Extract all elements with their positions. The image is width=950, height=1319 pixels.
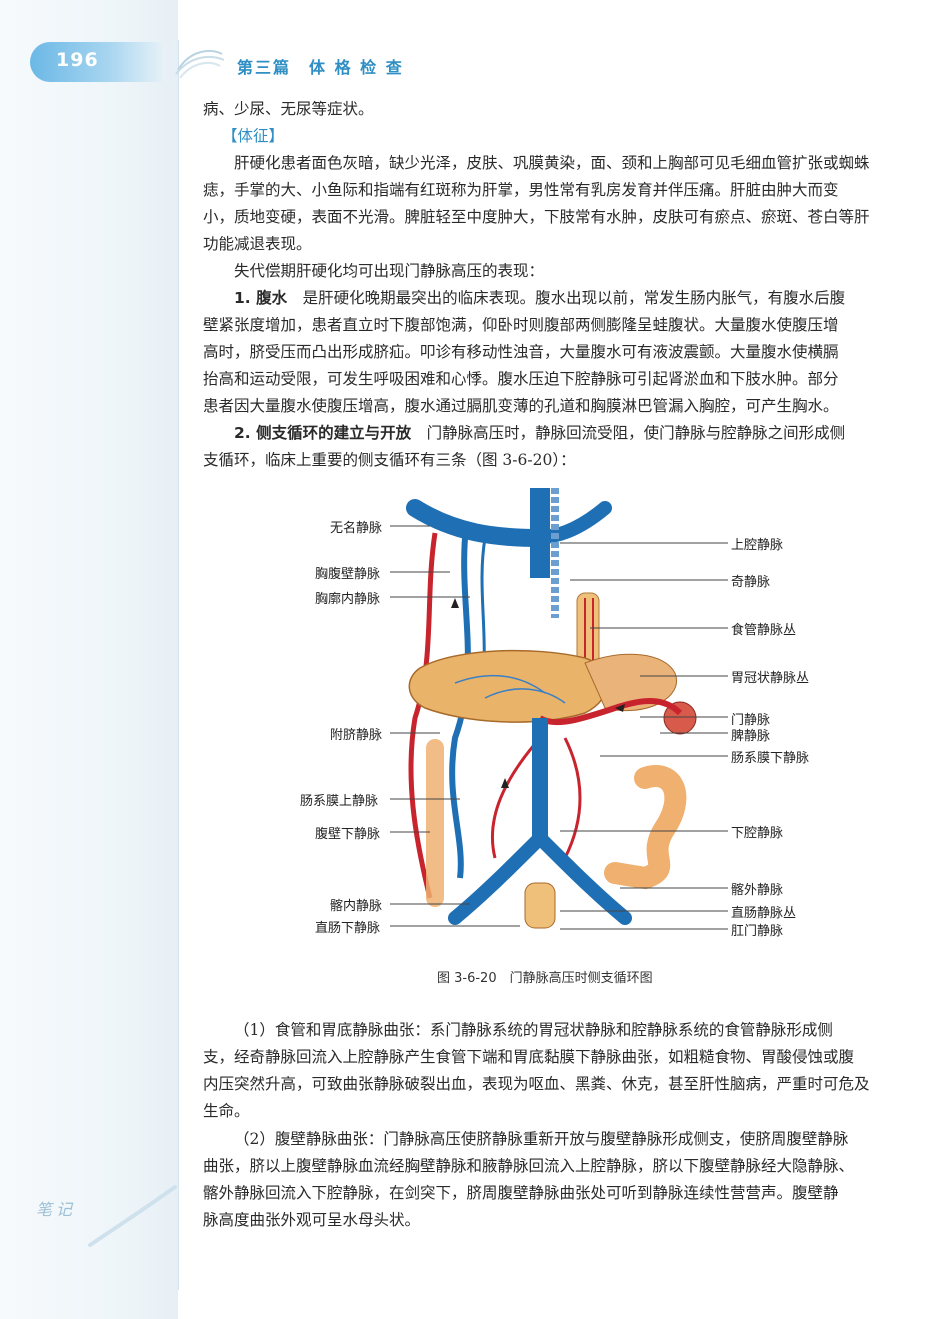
paragraph-esophageal-varices: （1）食管和胃底静脉曲张：系门静脉系统的胃冠状静脉和腔静脉系统的食管静脉形成侧 … [203, 1017, 918, 1125]
label-thoracoepigastric-vein: 胸腹壁静脉 [315, 567, 381, 582]
text-line: 髂外静脉回流入下腔静脉，在剑突下，脐周腹壁静脉曲张处可听到静脉连续性营营声。腹壁… [203, 1184, 839, 1202]
label-superior-mesenteric-vein: 肠系膜上静脉 [300, 794, 379, 809]
text-line: 脉高度曲张外观可呈水母头状。 [203, 1211, 421, 1229]
collateral-circulation-figure [406, 488, 697, 929]
text-line: 是肝硬化晚期最突出的临床表现。腹水出现以前，常发生肠内胀气，有腹水后腹 [287, 289, 846, 307]
text-line: 患者因大量腹水使腹压增高，腹水通过膈肌变薄的孔道和胸膜淋巴管漏入胸腔，可产生胸水… [203, 397, 839, 415]
label-anal-vein: 肛门静脉 [731, 924, 784, 939]
notes-label: 笔记 [36, 1200, 77, 1219]
margin-divider [178, 40, 179, 1290]
paragraph-collateral: 2. 侧支循环的建立与开放 门静脉高压时，静脉回流受阻，使门静脉与腔静脉之间形成… [203, 420, 918, 474]
label-inferior-mesenteric-vein: 肠系膜下静脉 [731, 751, 810, 766]
label-internal-iliac-vein: 髂内静脉 [330, 899, 383, 914]
label-inferior-vena-cava: 下腔静脉 [731, 826, 784, 841]
text-line: 抬高和运动受限，可发生呼吸困难和心悸。腹水压迫下腔静脉可引起肾淤血和下肢水肿。部… [203, 370, 839, 388]
label-external-iliac-vein: 髂外静脉 [731, 883, 784, 898]
signs-heading: 【体征】 [222, 123, 284, 150]
text-line: 病、少尿、无尿等症状。 [203, 100, 374, 118]
text-line: 支循环，临床上重要的侧支循环有三条（图 3-6-20）： [203, 451, 576, 469]
page-number: 196 [56, 49, 99, 71]
paragraph-intro: 病、少尿、无尿等症状。 [203, 96, 374, 123]
label-paraumbilical-vein: 附脐静脉 [330, 728, 383, 743]
text-line: 壁紧张度增加，患者直立时下腹部饱满，仰卧时则腹部两侧膨隆呈蛙腹状。大量腹水使腹压… [203, 316, 839, 334]
swirl-ornament-icon [175, 50, 225, 79]
text-line: 支，经奇静脉回流入上腔静脉产生食管下端和胃底黏膜下静脉曲张，如粗糙食物、胃酸侵蚀… [203, 1048, 855, 1066]
label-esophageal-plexus: 食管静脉丛 [731, 623, 797, 638]
text-line: 门静脉高压时，静脉回流受阻，使门静脉与腔静脉之间形成侧 [411, 424, 846, 442]
signs-heading-text: 【体征】 [222, 127, 285, 145]
label-portal-vein: 门静脉 [731, 713, 771, 728]
label-internal-thoracic-vein: 胸廓内静脉 [315, 592, 381, 607]
label-gastric-coronary-plexus: 胃冠状静脉丛 [731, 671, 810, 686]
page-number-tab [30, 42, 165, 82]
section-title: 第三篇 体 格 检 查 [237, 58, 404, 77]
text-line: 肝硬化患者面色灰暗，缺少光泽，皮肤、巩膜黄染，面、颈和上胸部可见毛细血管扩张或蜘… [234, 154, 870, 172]
paragraph-ascites: 1. 腹水 是肝硬化晚期最突出的临床表现。腹水出现以前，常发生肠内胀气，有腹水后… [203, 285, 918, 420]
collateral-title: 2. 侧支循环的建立与开放 [234, 424, 412, 442]
paragraph-portal-hypertension: 失代偿期肝硬化均可出现门静脉高压的表现： [234, 258, 544, 285]
label-inferior-rectal-vein: 直肠下静脉 [315, 921, 381, 936]
text-line: 小，质地变硬，表面不光滑。脾脏轻至中度肿大，下肢常有水肿，皮肤可有瘀点、瘀斑、苍… [203, 208, 870, 226]
label-rectal-venous-plexus: 直肠静脉丛 [731, 906, 797, 921]
label-splenic-vein: 脾静脉 [731, 729, 771, 744]
text-line: 内压突然升高，可致曲张静脉破裂出血，表现为呕血、黑粪、休克，甚至肝性脑病，严重时… [203, 1075, 870, 1093]
text-line: 失代偿期肝硬化均可出现门静脉高压的表现： [234, 262, 545, 280]
paragraph-signs: 肝硬化患者面色灰暗，缺少光泽，皮肤、巩膜黄染，面、颈和上胸部可见毛细血管扩张或蜘… [203, 150, 918, 258]
notes-pen-stroke-icon [88, 1185, 177, 1247]
text-line: （1）食管和胃底静脉曲张：系门静脉系统的胃冠状静脉和腔静脉系统的食管静脉形成侧 [234, 1021, 833, 1039]
text-line: （2）腹壁静脉曲张：门静脉高压使脐静脉重新开放与腹壁静脉形成侧支，使脐周腹壁静脉 [234, 1130, 849, 1148]
paragraph-abdominal-wall-varices: （2）腹壁静脉曲张：门静脉高压使脐静脉重新开放与腹壁静脉形成侧支，使脐周腹壁静脉… [203, 1126, 918, 1234]
ascites-title: 1. 腹水 [234, 289, 288, 307]
text-line: 功能减退表现。 [203, 235, 312, 253]
label-azygos-vein: 奇静脉 [731, 575, 771, 590]
label-innominate-vein: 无名静脉 [330, 521, 383, 536]
text-line: 高时，脐受压而凸出形成脐疝。叩诊有移动性浊音，大量腹水可有液波震颤。大量腹水使横… [203, 343, 839, 361]
label-superior-vena-cava: 上腔静脉 [731, 538, 784, 553]
text-line: 痣，手掌的大、小鱼际和指端有红斑称为肝掌，男性常有乳房发育并伴压痛。肝脏由肿大而… [203, 181, 839, 199]
figure-caption: 图 3-6-20 门静脉高压时侧支循环图 [437, 971, 653, 986]
text-line: 曲张，脐以上腹壁静脉血流经胸壁静脉和腋静脉回流入上腔静脉，脐以下腹壁静脉经大隐静… [203, 1157, 855, 1175]
text-line: 生命。 [203, 1102, 250, 1120]
label-inferior-epigastric-vein: 腹壁下静脉 [315, 827, 381, 842]
margin-strip [0, 0, 178, 1319]
